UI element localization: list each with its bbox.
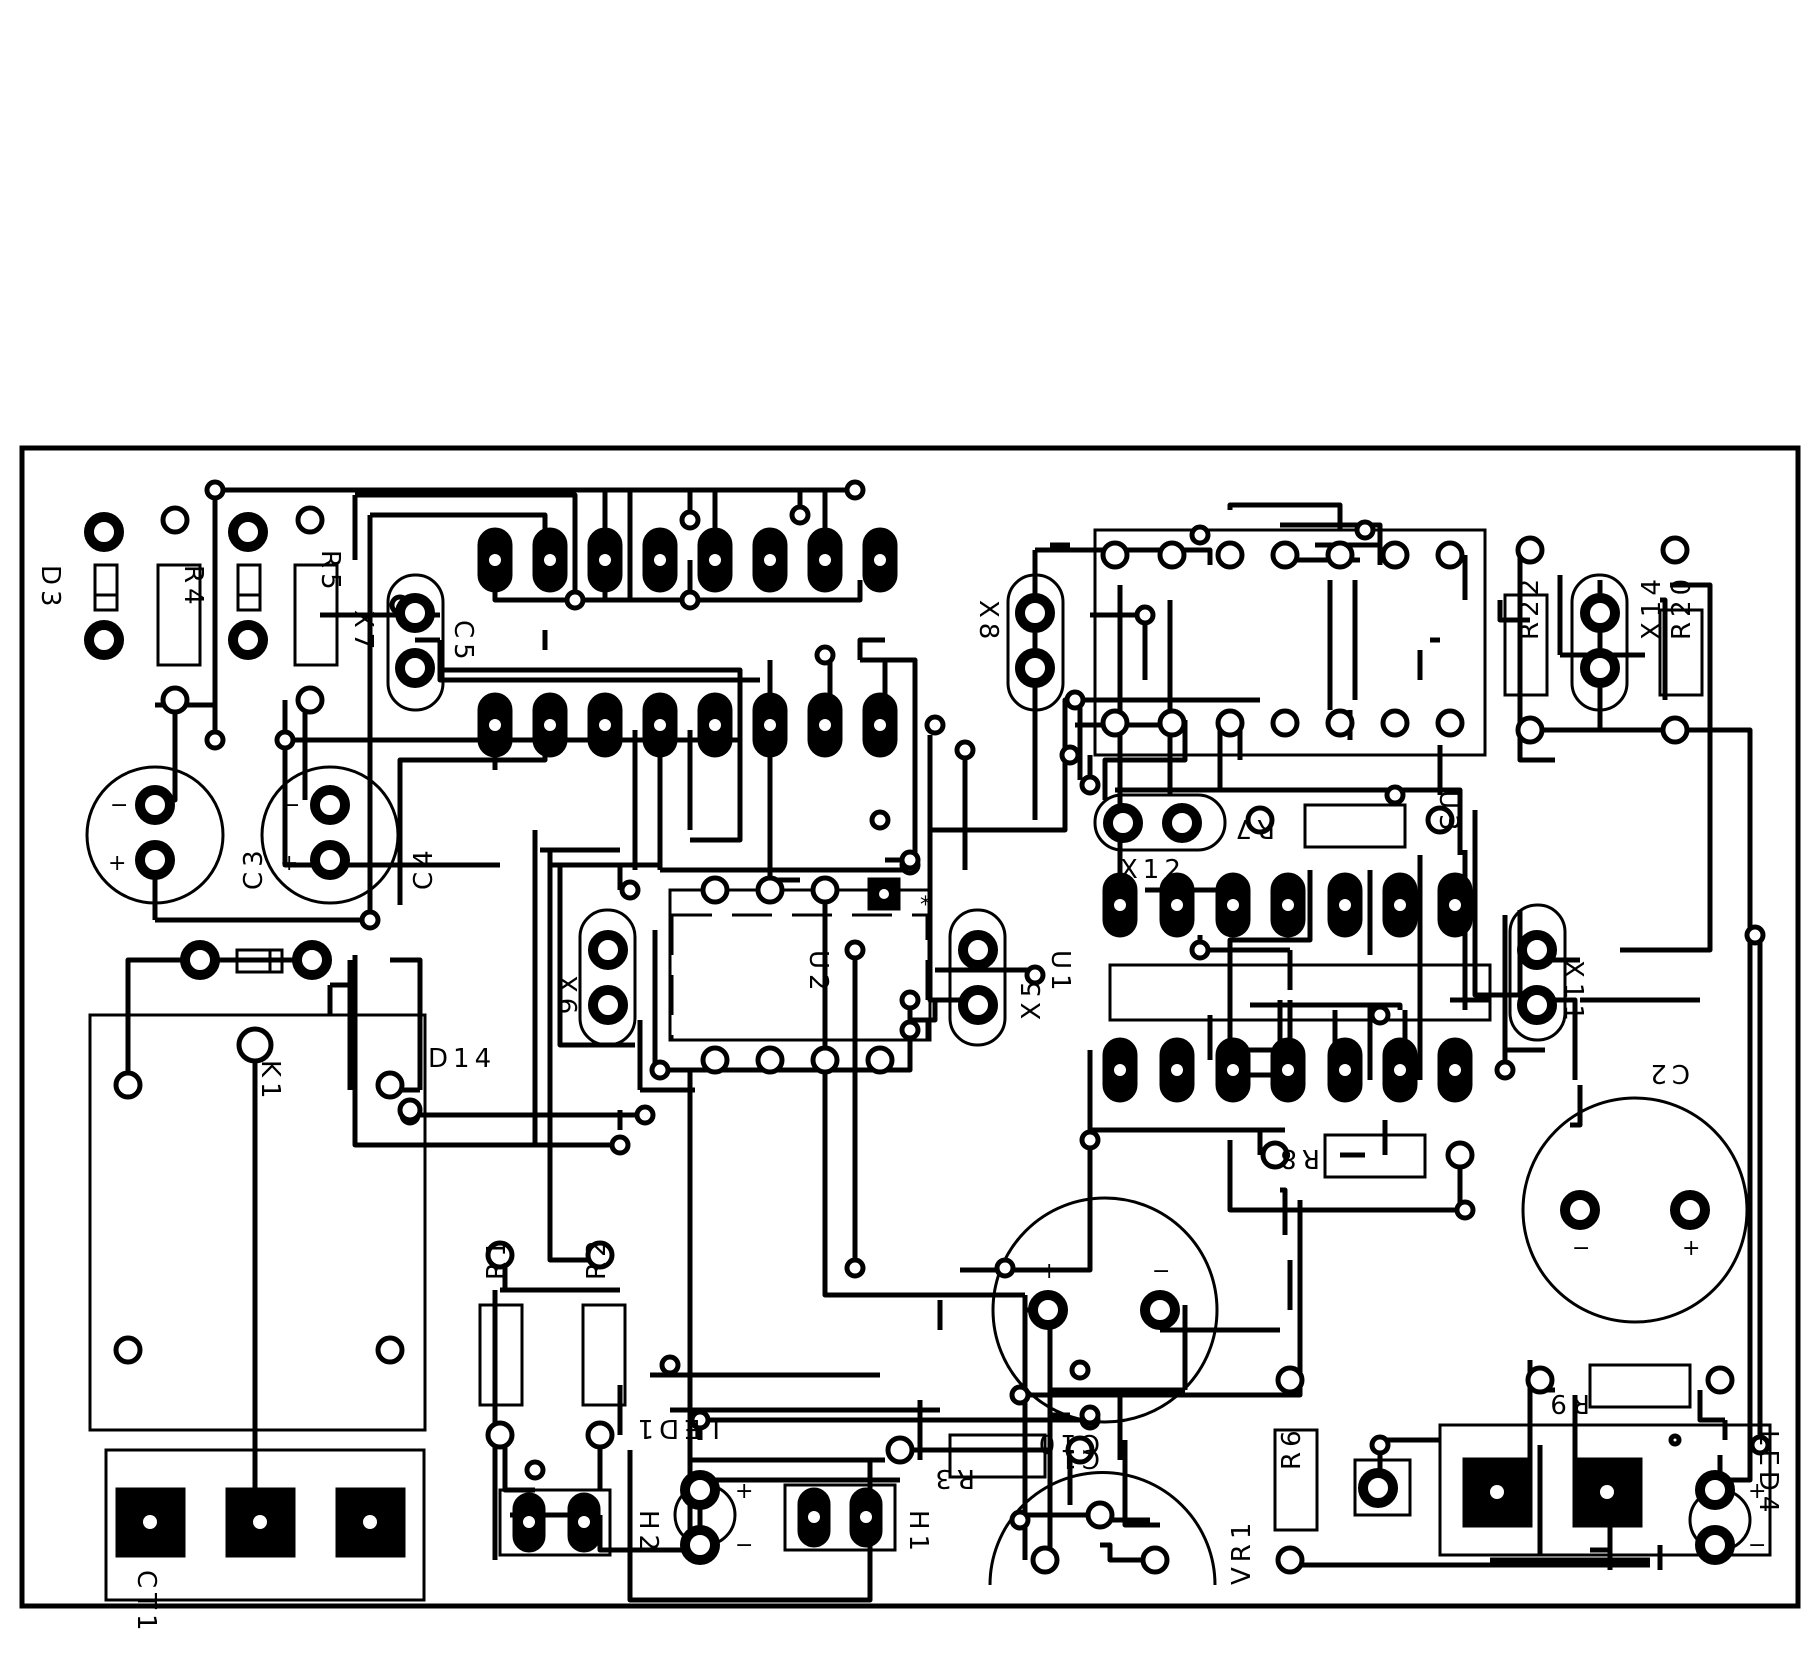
label-x6: X6 xyxy=(551,975,581,1019)
vias xyxy=(204,479,1771,1531)
traces xyxy=(125,487,1763,1603)
mark-minus-c4: − xyxy=(282,793,300,818)
label-r2: R2 xyxy=(582,1235,612,1280)
label-led4: LED4 xyxy=(1753,1430,1783,1517)
label-h1: H1 xyxy=(903,1510,933,1556)
label-led1: LED1 xyxy=(633,1413,720,1443)
label-c3: C3 xyxy=(239,845,269,890)
label-x12: X12 xyxy=(1120,855,1186,885)
label-x7: X7 xyxy=(348,610,378,654)
u2-body xyxy=(670,913,929,1042)
mark-minus-c2: − xyxy=(1572,1236,1590,1261)
dip-pads xyxy=(477,527,1473,1553)
polarity-marks: − + − + + − − + + − + − * xyxy=(108,793,1766,1558)
mark-minus-led4: − xyxy=(1748,1533,1766,1558)
label-r20: R20 xyxy=(1667,574,1697,640)
label-c10: C10 xyxy=(1034,1428,1100,1458)
component-outlines xyxy=(85,528,1772,1602)
large-pads xyxy=(84,512,1735,1565)
label-c4: C4 xyxy=(409,845,439,890)
mark-minus-led1: − xyxy=(735,1533,753,1558)
label-r7: R7 xyxy=(1230,813,1275,843)
label-x14: X14 xyxy=(1637,574,1667,640)
label-x5: X5 xyxy=(1017,976,1047,1020)
mark-minus-c3: − xyxy=(110,793,128,818)
label-ct1: CT1 xyxy=(131,1570,161,1636)
label-r9: R9 xyxy=(1545,1388,1590,1418)
mark-plus-c3: + xyxy=(108,851,126,876)
label-d14: D14 xyxy=(428,1044,496,1074)
label-vr1: VR1 xyxy=(1227,1518,1257,1585)
label-c5: C5 xyxy=(448,620,478,665)
board-outline xyxy=(19,445,1801,1609)
mark-minus-c1: − xyxy=(1152,1259,1170,1284)
mark-plus-led4: + xyxy=(1748,1479,1766,1504)
label-r1: R1 xyxy=(482,1235,512,1280)
label-r8: R8 xyxy=(1275,1143,1320,1173)
label-k1: K1 xyxy=(255,1060,285,1104)
label-u3: U3 xyxy=(1433,790,1463,836)
label-u1: U1 xyxy=(1045,950,1075,996)
diode-bodies xyxy=(93,563,284,974)
label-r5: R5 xyxy=(315,550,345,595)
mark-plus-led1: + xyxy=(735,1479,753,1504)
mark-plus-c2: + xyxy=(1682,1236,1700,1261)
label-u2: U2 xyxy=(803,950,833,996)
label-r6: R6 xyxy=(1277,1425,1307,1470)
label-r3: R3 xyxy=(930,1463,975,1493)
label-r4: R4 xyxy=(178,565,208,610)
mark-star-u2: * xyxy=(920,893,931,918)
k1-pin xyxy=(236,1026,274,1064)
label-x11: X11 xyxy=(1558,960,1588,1026)
square-pads xyxy=(115,877,1643,1558)
label-c2: C2 xyxy=(1645,1058,1690,1088)
ring-pads xyxy=(113,505,1735,1575)
pads xyxy=(84,479,1771,1575)
label-d3: D3 xyxy=(35,565,65,612)
component-labels: D3 R4 R5 X7 C5 C3 C4 D14 K1 CT1 X8 U3 R2… xyxy=(35,550,1783,1636)
label-r22: R22 xyxy=(1515,574,1545,640)
label-x8: X8 xyxy=(973,600,1003,644)
mark-plus-c4: + xyxy=(280,851,298,876)
mark-plus-c1: + xyxy=(1040,1259,1058,1284)
pad-holes xyxy=(143,554,1614,1529)
label-h2: H2 xyxy=(633,1510,663,1556)
label-c1: C1 xyxy=(1055,1443,1100,1473)
